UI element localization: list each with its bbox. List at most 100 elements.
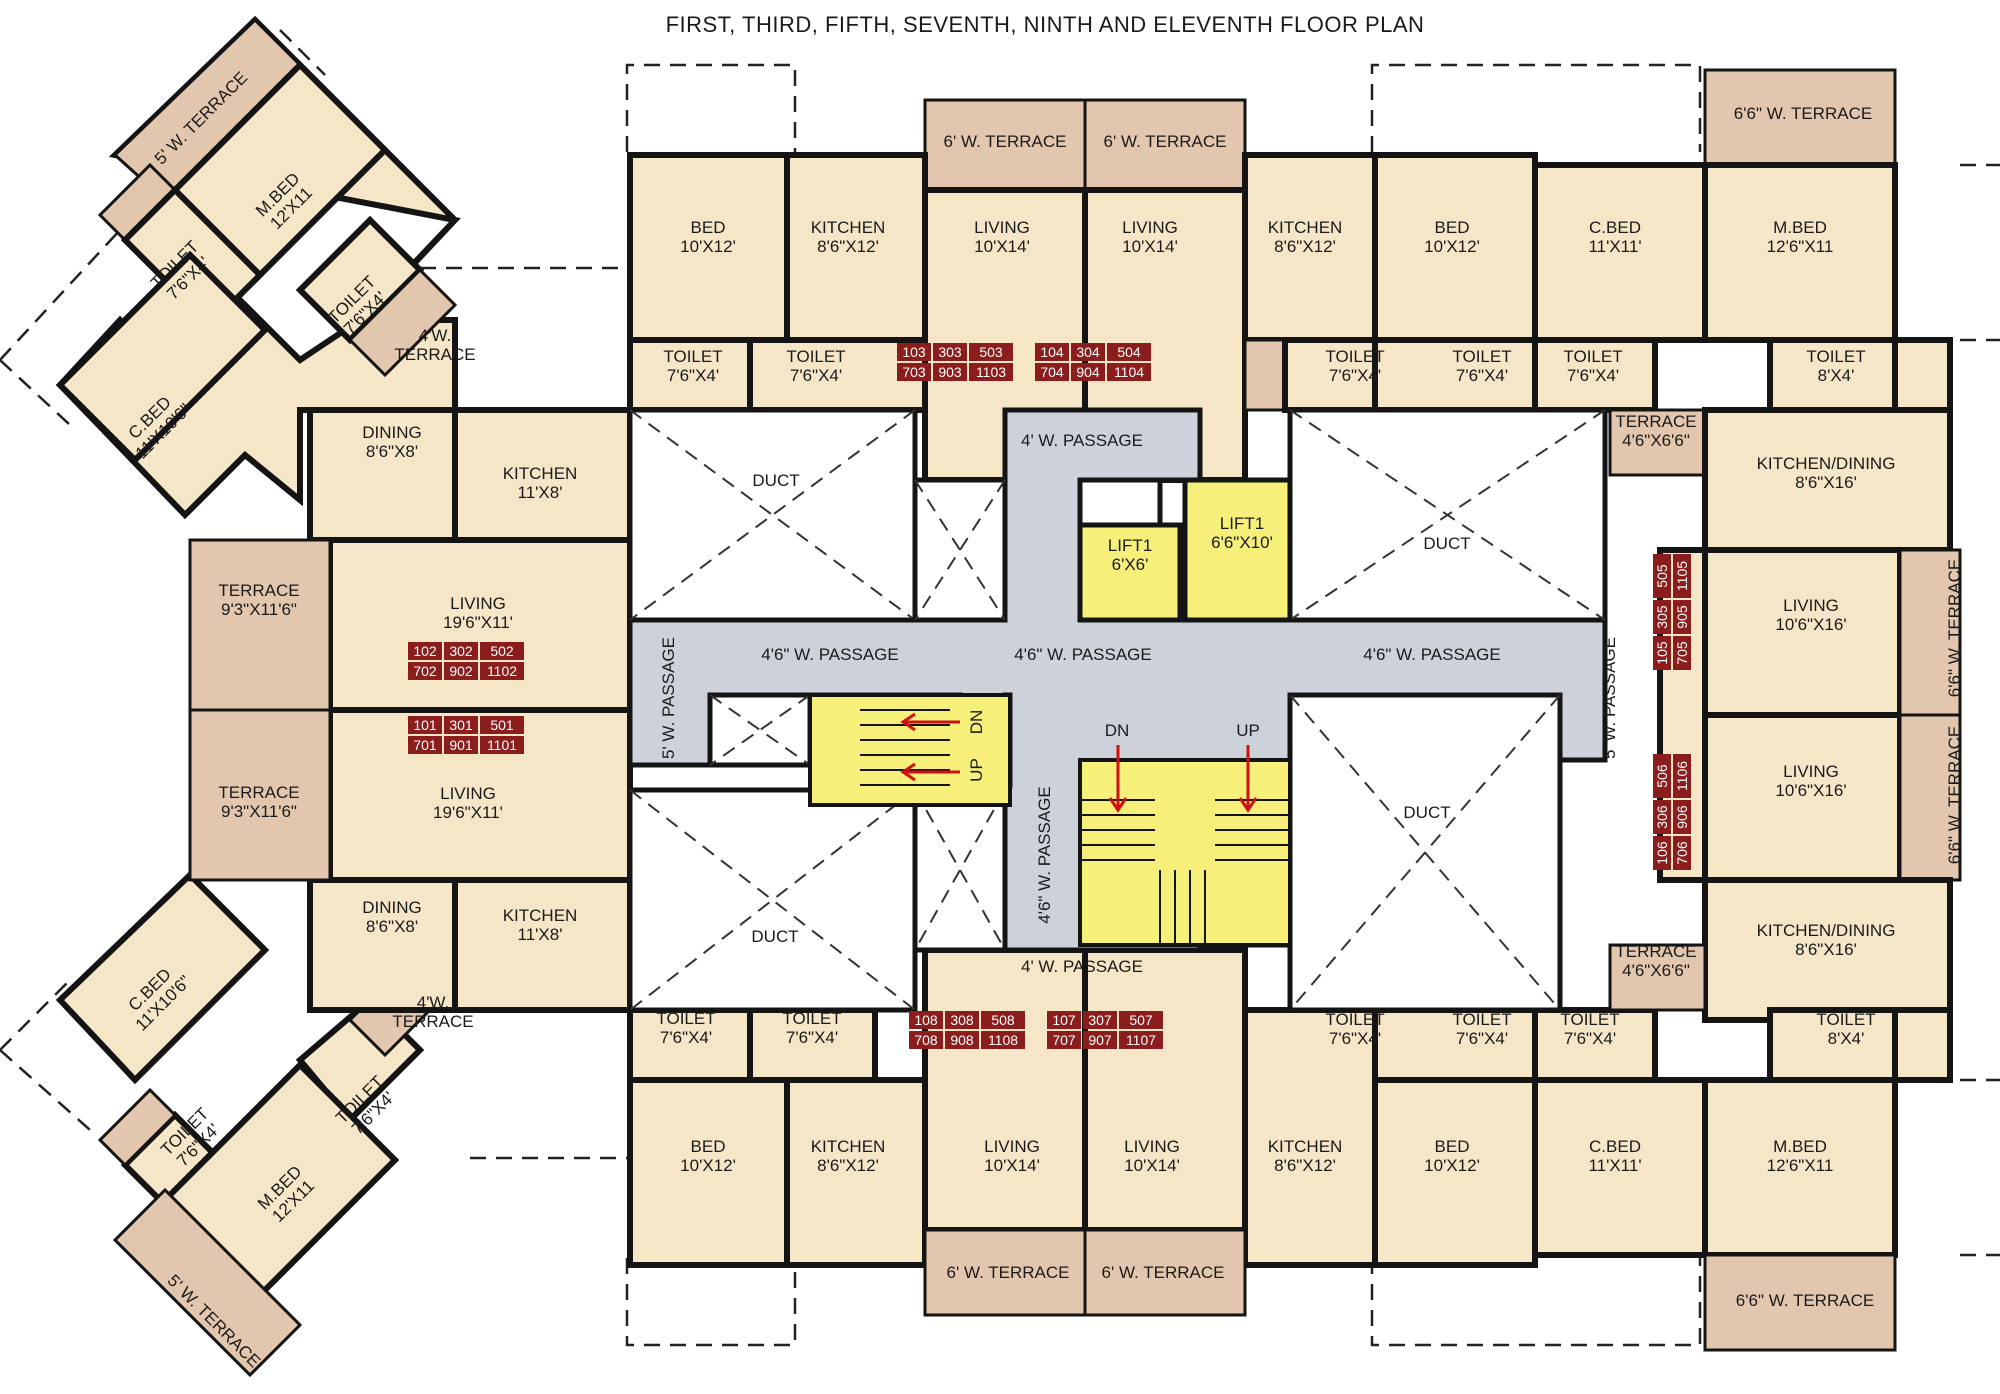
lift-1	[1077, 522, 1183, 623]
unit-number: 308	[950, 1012, 974, 1028]
unit-number: 902	[449, 663, 473, 679]
unit-number: 501	[490, 717, 514, 733]
room-label-terrace-b3: 6'6" W. TERRACE	[1736, 1291, 1874, 1310]
unit-number: 305	[1654, 605, 1670, 629]
stair-up-right: UP	[1236, 721, 1260, 740]
left-wing-bottom	[55, 870, 633, 1378]
core	[627, 407, 1608, 1013]
unit-number: 703	[902, 364, 926, 380]
unit-number: 302	[449, 643, 473, 659]
unit-number: 106	[1654, 841, 1670, 865]
unit-number: 1104	[1114, 364, 1144, 380]
unit-number: 304	[1076, 344, 1100, 360]
unit-number: 705	[1674, 641, 1690, 665]
room-label-terrace-lb-4w: 4'W.TERRACE	[392, 993, 473, 1031]
unit-number: 508	[991, 1012, 1015, 1028]
terrace-left-2	[188, 708, 332, 882]
room-label-terrace-t3: 6'6" W. TERRACE	[1734, 104, 1872, 123]
unit-number: 707	[1052, 1032, 1076, 1048]
passage-46w-right: 4'6" W. PASSAGE	[1363, 645, 1500, 664]
passage-46w-left: 4'6" W. PASSAGE	[761, 645, 898, 664]
stair-up-left: UP	[967, 758, 986, 782]
unit-number: 1107	[1126, 1032, 1156, 1048]
left-central	[188, 537, 633, 883]
unit-number: 908	[950, 1032, 974, 1048]
duct-label-2: DUCT	[1423, 534, 1470, 553]
unit-number: 706	[1674, 841, 1690, 865]
passage-4w-bottom: 4' W. PASSAGE	[1021, 957, 1143, 976]
stair-arrows	[900, 712, 1258, 813]
passage-46w-vertical: 4'6" W. PASSAGE	[1035, 786, 1054, 923]
unit-number: 907	[1088, 1032, 1112, 1048]
passage-5w-left: 5' W. PASSAGE	[659, 637, 678, 759]
terrace-5w-bottom	[112, 1187, 303, 1378]
top-row	[627, 68, 1953, 483]
unit-number: 702	[413, 663, 437, 679]
stair-dn-right: DN	[1105, 721, 1130, 740]
lift-2	[1182, 477, 1293, 623]
bottom-row	[627, 943, 1953, 1352]
terrace-right-side-1	[1898, 548, 1962, 717]
unit-number: 505	[1654, 564, 1670, 588]
unit-number: 906	[1674, 805, 1690, 829]
unit-number: 306	[1654, 805, 1670, 829]
unit-number: 105	[1654, 641, 1670, 665]
unit-number: 905	[1674, 605, 1690, 629]
terrace-bottom-3	[1703, 1253, 1897, 1352]
unit-number: 102	[413, 643, 437, 659]
terrace-bottom-2	[1083, 1228, 1247, 1317]
unit-number: 104	[1040, 344, 1064, 360]
right-wing	[1657, 407, 1962, 1023]
unit-number: 108	[914, 1012, 938, 1028]
duct-label-3: DUCT	[751, 927, 798, 946]
unit-number: 1103	[976, 364, 1006, 380]
room-label-terrace-b2: 6' W. TERRACE	[1102, 1263, 1225, 1282]
duct-label-4: DUCT	[1403, 803, 1450, 822]
unit-number: 301	[449, 717, 473, 733]
passage-46w-center: 4'6" W. PASSAGE	[1014, 645, 1151, 664]
unit-number: 903	[938, 364, 962, 380]
left-wing-top	[55, 15, 633, 543]
passage-5w-right: 5' W. PASSAGE	[1600, 637, 1619, 759]
stair-dn-left: DN	[967, 710, 986, 735]
unit-number: 107	[1052, 1012, 1076, 1028]
room-label-terrace-b1: 6' W. TERRACE	[947, 1263, 1070, 1282]
unit-number: 1102	[487, 663, 517, 679]
terrace-right-side-2	[1898, 713, 1962, 882]
